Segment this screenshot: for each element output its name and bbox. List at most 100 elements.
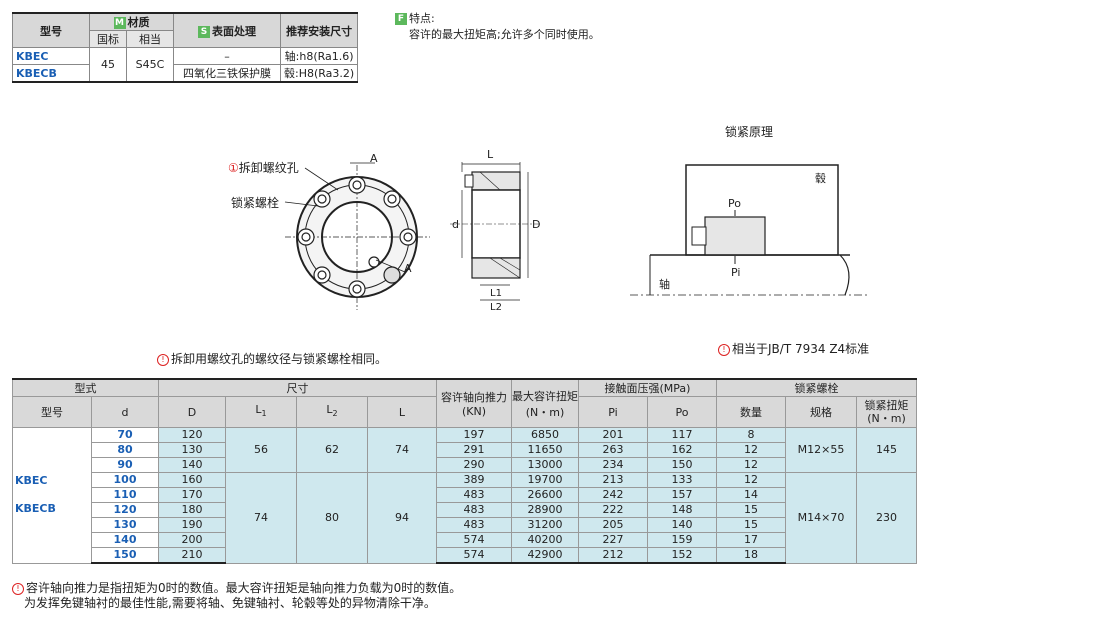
cell-bolt-spec: M12×55 <box>785 427 857 473</box>
header-torque: 最大容许扭矩(N・m) <box>511 378 579 428</box>
cell-D: 120 <box>158 427 226 443</box>
spec-model-kbecb: KBECB <box>12 64 90 83</box>
cell-axial: 290 <box>436 457 512 473</box>
cell-Po: 150 <box>647 457 717 473</box>
cell-Pi: 205 <box>578 517 648 533</box>
cell-L1: 56 <box>225 427 297 473</box>
cell-Po: 117 <box>647 427 717 443</box>
label-L2: L2 <box>490 302 502 313</box>
cell-d: 140 <box>91 532 159 548</box>
cell-Po: 133 <box>647 472 717 488</box>
cell-bolt-torque: 230 <box>856 472 917 564</box>
header-Po: Po <box>647 396 717 428</box>
surface-badge-icon: S <box>198 25 210 38</box>
header-Pi: Pi <box>578 396 648 428</box>
cell-Pi: 212 <box>578 547 648 564</box>
cell-d: 110 <box>91 487 159 503</box>
cell-L: 74 <box>367 427 437 473</box>
feature-title: 特点: <box>409 12 435 25</box>
cell-axial: 197 <box>436 427 512 443</box>
cell-D: 160 <box>158 472 226 488</box>
cell-torque: 19700 <box>511 472 579 488</box>
header-spec: 规格 <box>785 396 857 428</box>
label-A-bottom: A <box>404 262 412 275</box>
cell-torque: 13000 <box>511 457 579 473</box>
cell-torque: 6850 <box>511 427 579 443</box>
cell-Po: 159 <box>647 532 717 548</box>
main-table: 型式 尺寸 容许轴向推力(KN) 最大容许扭矩(N・m) 接触面压强(MPa) … <box>12 378 917 564</box>
note-removal-hole: !拆卸用螺纹孔的螺纹径与锁紧螺栓相同。 <box>157 350 387 367</box>
note-icon: ! <box>12 582 24 595</box>
spec-tol-1: 轴:h8(Ra1.6) <box>279 47 359 65</box>
cell-D: 170 <box>158 487 226 503</box>
cell-d: 90 <box>91 457 159 473</box>
cell-bolt-spec: M14×70 <box>785 472 857 564</box>
header-model: 型号 <box>12 396 92 428</box>
cell-qty: 12 <box>716 442 786 458</box>
cell-Po: 152 <box>647 547 717 564</box>
label-Po: Po <box>728 197 741 210</box>
cell-D: 180 <box>158 502 226 518</box>
cell-L2: 80 <box>296 472 368 564</box>
lock-principle-view <box>630 164 870 296</box>
cell-axial: 574 <box>436 532 512 548</box>
header-qty: 数量 <box>716 396 786 428</box>
cell-qty: 8 <box>716 427 786 443</box>
cell-Po: 157 <box>647 487 717 503</box>
cell-D: 130 <box>158 442 226 458</box>
cell-torque: 11650 <box>511 442 579 458</box>
cell-axial: 483 <box>436 502 512 518</box>
cell-axial: 483 <box>436 517 512 533</box>
cell-Pi: 222 <box>578 502 648 518</box>
cell-d: 150 <box>91 547 159 564</box>
cell-Po: 148 <box>647 502 717 518</box>
cell-D: 210 <box>158 547 226 564</box>
spec-header-national: 国标 <box>89 30 127 48</box>
cell-qty: 18 <box>716 547 786 564</box>
cell-qty: 12 <box>716 472 786 488</box>
cell-torque: 26600 <box>511 487 579 503</box>
header-L: L <box>367 396 437 428</box>
spec-header-tolerance: 推荐安装尺寸 <box>279 12 359 48</box>
header-bolt-torque: 锁紧扭矩(N・m) <box>856 396 917 428</box>
label-Pi: Pi <box>731 266 740 279</box>
spec-model-kbec: KBEC <box>12 47 90 65</box>
front-view <box>284 162 430 310</box>
label-removal-hole: ①拆卸螺纹孔 <box>228 160 299 175</box>
cell-qty: 15 <box>716 502 786 518</box>
model-kbec: KBEC <box>15 474 48 488</box>
cell-L2: 62 <box>296 427 368 473</box>
cell-axial: 574 <box>436 547 512 564</box>
cell-Pi: 242 <box>578 487 648 503</box>
cell-d: 70 <box>91 427 159 443</box>
cell-axial: 389 <box>436 472 512 488</box>
header-bolt: 锁紧螺栓 <box>716 378 917 397</box>
label-d: d <box>452 218 459 231</box>
cell-qty: 14 <box>716 487 786 503</box>
cell-torque: 40200 <box>511 532 579 548</box>
cell-d: 100 <box>91 472 159 488</box>
cell-Pi: 263 <box>578 442 648 458</box>
cell-Pi: 234 <box>578 457 648 473</box>
cell-torque: 42900 <box>511 547 579 564</box>
footer-line-1: !容许轴向推力是指扭矩为0时的数值。最大容许扭矩是轴向推力负载为0时的数值。 <box>12 581 461 596</box>
cell-qty: 12 <box>716 457 786 473</box>
spec-header-model: 型号 <box>12 12 90 48</box>
spec-surface-2: 四氧化三铁保护膜 <box>173 64 281 83</box>
header-axial: 容许轴向推力(KN) <box>436 378 512 428</box>
spec-header-equiv: 相当 <box>126 30 174 48</box>
header-pressure: 接触面压强(MPa) <box>578 378 717 397</box>
cell-d: 80 <box>91 442 159 458</box>
feature-text: 容许的最大扭矩高;允许多个同时使用。 <box>409 28 600 41</box>
cell-qty: 17 <box>716 532 786 548</box>
header-L2: L2 <box>296 396 368 428</box>
cell-D: 200 <box>158 532 226 548</box>
